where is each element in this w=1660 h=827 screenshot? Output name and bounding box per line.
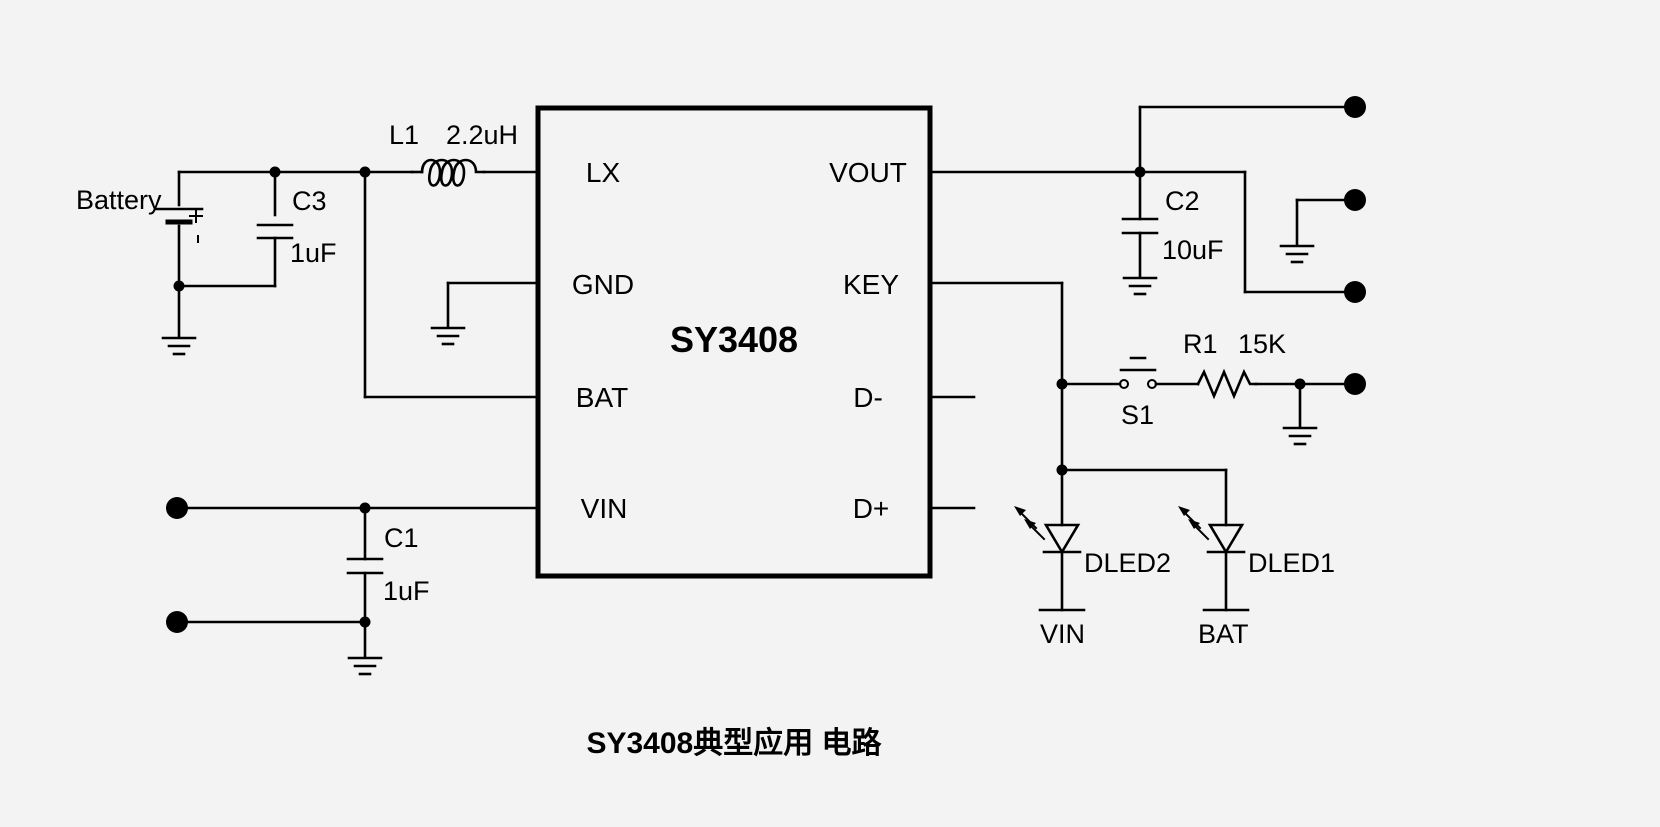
ground-icon [347, 656, 383, 676]
diagram-caption: SY3408典型应用 电路 [586, 726, 882, 760]
c2-label: C2 [1165, 186, 1200, 216]
r1-label: R1 [1183, 329, 1218, 359]
led-dled1 [1178, 506, 1250, 612]
terminal-vout-2 [1344, 281, 1366, 303]
terminal-key-out [1344, 373, 1366, 395]
ground-icon [430, 326, 466, 346]
terminal-gnd-out [1344, 189, 1366, 211]
pin-bat: BAT [576, 382, 628, 413]
chip-name: SY3408 [670, 319, 798, 360]
capacitor-c1 [346, 557, 384, 575]
dled2-label: DLED2 [1084, 548, 1171, 578]
wire-top-left [177, 170, 540, 217]
c1-label: C1 [384, 523, 419, 553]
ground-icon [161, 336, 197, 356]
pin-key: KEY [843, 269, 899, 300]
ic-body [535, 105, 933, 579]
junction-dot [173, 280, 185, 292]
c2-value: 10uF [1162, 235, 1224, 265]
battery-label: Battery [76, 185, 162, 215]
terminal-vout [1344, 96, 1366, 118]
junction-dot [1056, 378, 1068, 390]
c3-label: C3 [292, 186, 327, 216]
junction-dot [1134, 166, 1146, 178]
junction-dot [1056, 464, 1068, 476]
ground-icon [1279, 244, 1315, 264]
dled1-label: DLED1 [1248, 548, 1335, 578]
l1-label: L1 [389, 120, 419, 150]
pin-vin: VIN [581, 493, 628, 524]
wire-data-pins [928, 395, 976, 510]
led-dled2 [1014, 506, 1086, 612]
terminal-gnd [166, 611, 188, 633]
junction-dot [359, 502, 371, 514]
dled2-net: VIN [1040, 619, 1085, 649]
ground-icon [1122, 276, 1158, 296]
ground-icon [1282, 426, 1318, 446]
c1-value: 1uF [383, 576, 430, 606]
resistor-r1 [1196, 368, 1258, 400]
wire-vin [175, 506, 540, 658]
pin-vout: VOUT [829, 157, 907, 188]
battery-symbol [154, 207, 204, 288]
junction-dot [1294, 378, 1306, 390]
junction-dot [269, 166, 281, 178]
pin-dminus: D- [853, 382, 883, 413]
wire-key [928, 281, 1357, 527]
junction-dot [359, 616, 371, 628]
pin-lx: LX [586, 157, 621, 188]
terminal-vin [166, 497, 188, 519]
pin-gnd: GND [572, 269, 634, 300]
wire-gnd [446, 281, 540, 328]
capacitor-c2 [1121, 217, 1159, 235]
switch-s1 [1119, 356, 1157, 389]
l1-value: 2.2uH [446, 120, 518, 150]
r1-value: 15K [1238, 329, 1286, 359]
c3-value: 1uF [290, 238, 337, 268]
s1-label: S1 [1121, 400, 1154, 430]
inductor-l1 [410, 158, 486, 187]
dled1-net: BAT [1198, 619, 1249, 649]
capacitor-c3 [177, 223, 294, 338]
pin-dplus: D+ [853, 493, 890, 524]
wire-vout [928, 105, 1357, 294]
wire-bat [363, 170, 540, 399]
